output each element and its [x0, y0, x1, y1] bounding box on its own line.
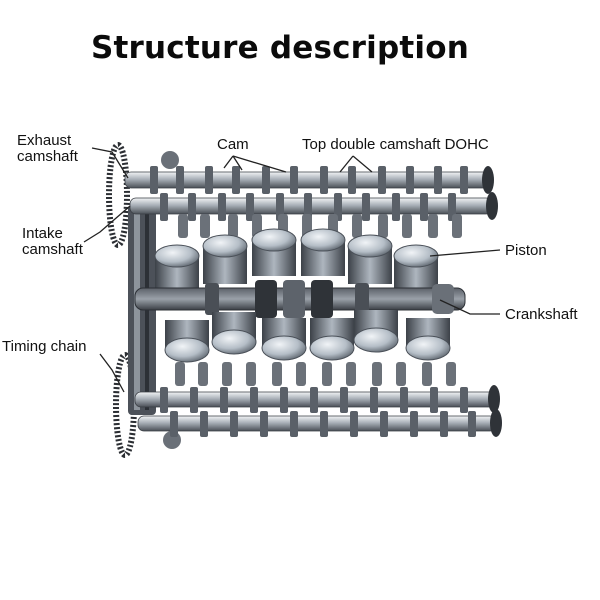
- label-intake-camshaft-line1: Intake: [22, 225, 63, 242]
- label-exhaust-camshaft-line1: Exhaust: [17, 132, 72, 149]
- camshaft-lower-2: [137, 409, 502, 437]
- pistons-upper: [154, 228, 439, 292]
- label-timing-chain: Timing chain: [2, 338, 87, 355]
- cam-lobes-lower: [160, 387, 476, 437]
- exhaust-camshaft-upper: [124, 166, 494, 194]
- label-crankshaft: Crankshaft: [505, 306, 578, 323]
- pistons-lower: [164, 310, 451, 363]
- diagram-title: Structure description: [90, 30, 470, 66]
- label-intake-camshaft-line2: camshaft: [22, 241, 83, 258]
- label-cam: Cam: [217, 136, 249, 153]
- label-piston: Piston: [505, 242, 547, 259]
- upper-valvetrain: [178, 214, 462, 238]
- leader-lines: [83, 147, 501, 393]
- label-exhaust-camshaft-line2: camshaft: [17, 148, 78, 165]
- label-dohc: Top double camshaft DOHC: [302, 136, 489, 153]
- crankshaft: [134, 280, 466, 318]
- cam-lobes-upper: [150, 166, 468, 221]
- lower-valvetrain: [175, 362, 456, 386]
